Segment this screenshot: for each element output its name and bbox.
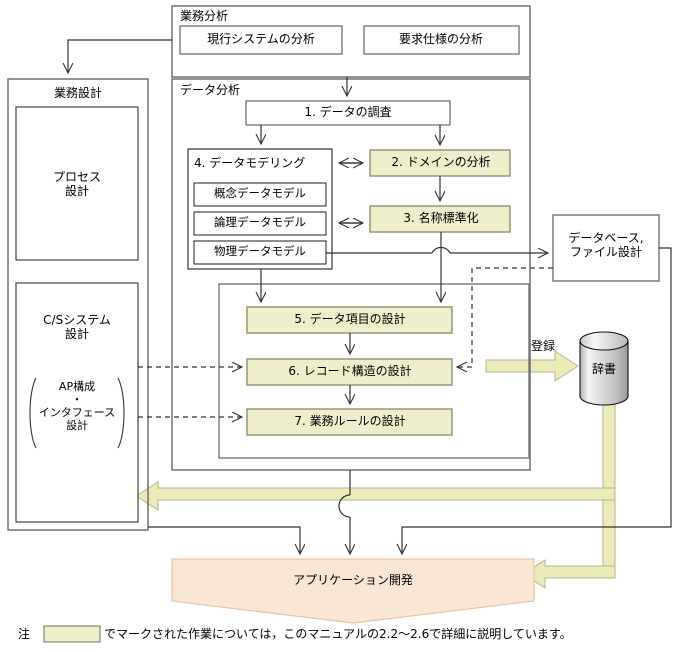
feedback-to-app-dev-arrow <box>522 559 616 589</box>
step7-business-rule-design-box <box>246 408 453 436</box>
conceptual-data-model-box <box>193 182 327 207</box>
database-file-design-box <box>552 214 660 282</box>
logical-data-model-box <box>193 211 327 236</box>
business-design-group-box <box>7 78 149 531</box>
process-design-box <box>15 106 139 261</box>
design-steps-container-box <box>218 283 530 459</box>
current-system-analysis-box <box>179 25 343 55</box>
step6-record-structure-design-box <box>246 358 453 386</box>
physical-data-model-box <box>193 240 327 265</box>
ap-bracket-left <box>29 377 37 449</box>
connector-lines <box>68 39 672 553</box>
line-db-design-to-appdev <box>402 247 672 553</box>
line-hop-arc-vertical <box>338 494 351 518</box>
register-arrow <box>485 350 579 382</box>
ap-bracket-right <box>117 377 125 449</box>
step2-domain-analysis-box <box>369 149 511 177</box>
dashed-db-design-to-step6 <box>458 267 553 367</box>
cs-system-design-box <box>15 282 139 523</box>
step3-name-standardization-box <box>369 205 511 233</box>
thick-flow-arrows <box>135 350 616 589</box>
step5-data-item-design-box <box>246 306 453 334</box>
dictionary-cylinder <box>579 331 629 406</box>
business-analysis-group-box <box>171 5 531 78</box>
footnote-legend-swatch <box>43 625 101 643</box>
step1-data-survey-box <box>245 100 451 126</box>
data-analysis-group-box <box>171 78 531 471</box>
feedback-to-business-design-arrow <box>135 481 616 511</box>
line-analysis-to-business-design <box>68 39 172 72</box>
line-business-design-to-appdev <box>148 526 300 553</box>
requirements-analysis-box <box>363 25 520 55</box>
dashed-connector-lines <box>138 267 553 417</box>
application-development-shape <box>171 558 535 624</box>
